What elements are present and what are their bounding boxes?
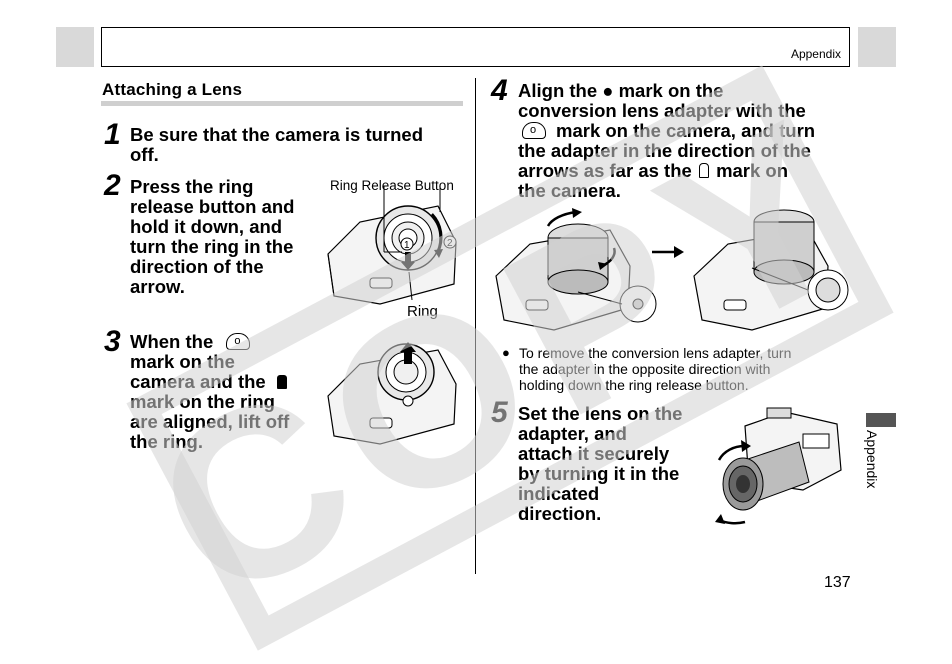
step-4-line: mark on the camera, and turn (556, 120, 816, 141)
bullet-line: To remove the conversion lens adapter, t… (519, 345, 792, 361)
step-1-line: Be sure that the camera is turned (130, 124, 424, 145)
step-5-line: by turning it in the (518, 463, 680, 484)
dot-mark-icon: ● (602, 80, 614, 101)
step-5-line: indicated (518, 483, 600, 504)
step-2-line: release button and (130, 196, 295, 217)
camera-mark-icon (226, 331, 251, 351)
section-title: Attaching a Lens (102, 80, 243, 99)
step-3-number: 3 (104, 325, 121, 358)
step-1-text: Be sure that the camera is turned off. (130, 125, 423, 165)
step-3-line: When the (130, 331, 214, 352)
step-2-line: direction of the (130, 256, 264, 277)
header-label: Appendix (790, 47, 841, 61)
callout-ring: Ring (407, 303, 438, 320)
step-4-line: the adapter in the direction of the (518, 140, 811, 161)
step-2-number: 2 (104, 169, 121, 202)
column-divider (475, 78, 476, 574)
bullet-line: the adapter in the opposite direction wi… (519, 361, 771, 377)
camera-illustration-step3 (327, 342, 457, 445)
step-5-line: Set the lens on the (518, 403, 683, 424)
arrow-right-icon (652, 246, 684, 258)
step-4-line: mark on (716, 160, 789, 181)
step-5-text: Set the lens on the adapter, and attach … (518, 404, 682, 524)
step-2-line: turn the ring in the (130, 236, 294, 257)
callout-ring-release-button: Ring Release Button (330, 178, 454, 193)
step-4-line: Align the (518, 80, 603, 101)
step-3-line: mark on the (130, 351, 235, 372)
bullet-icon: ● (502, 345, 510, 360)
step-1-line: off. (130, 144, 159, 165)
step2-callout-1: 1 (404, 240, 410, 251)
ring-mark-icon (276, 375, 287, 389)
step-4-line: arrows as far as the (518, 160, 692, 181)
bullet-line: holding down the ring release button. (519, 377, 749, 393)
step-3-line: camera and the (130, 371, 266, 392)
step-4-line: conversion lens adapter with the (518, 100, 806, 121)
corner-block-left (56, 27, 94, 67)
step-5-number: 5 (491, 396, 508, 429)
ring-open-mark-icon (698, 163, 709, 178)
bullet-note: ● To remove the conversion lens adapter,… (502, 345, 791, 393)
step-3-line: are aligned, lift off (130, 411, 290, 432)
step-4-text: Align the ● mark on the conversion lens … (518, 81, 815, 201)
step-2-line: hold it down, and (130, 216, 283, 237)
corner-block-right (858, 27, 896, 67)
side-tab-marker (866, 413, 896, 427)
step-2-text: Press the ring release button and hold i… (130, 177, 294, 297)
step-3-line: the ring. (130, 431, 203, 452)
step-5-line: direction. (518, 503, 602, 524)
step-3-line: mark on the ring (130, 391, 275, 412)
header-box: Appendix (101, 27, 850, 67)
adapter-illustration-left (495, 208, 657, 331)
section-rule (101, 101, 463, 106)
step-5-line: adapter, and (518, 423, 627, 444)
page-number: 137 (824, 574, 851, 591)
adapter-illustration-right (693, 209, 849, 331)
side-tab-label: Appendix (864, 430, 880, 489)
lens-illustration-step5 (715, 407, 842, 525)
step2-callout-2: 2 (447, 238, 453, 249)
step-4-number: 4 (491, 74, 508, 107)
step-5-line: attach it securely (518, 443, 670, 464)
step-4-line: the camera. (518, 180, 621, 201)
step-3-text: When the mark on the camera and the mark… (130, 331, 290, 452)
step-2-line: arrow. (130, 276, 185, 297)
step-4-line: mark on the (618, 80, 724, 101)
camera-illustration-step2: 1 2 (327, 186, 457, 305)
camera-mark-icon (522, 120, 546, 140)
step-2-line: Press the ring (130, 176, 254, 197)
step-1-number: 1 (104, 118, 121, 151)
